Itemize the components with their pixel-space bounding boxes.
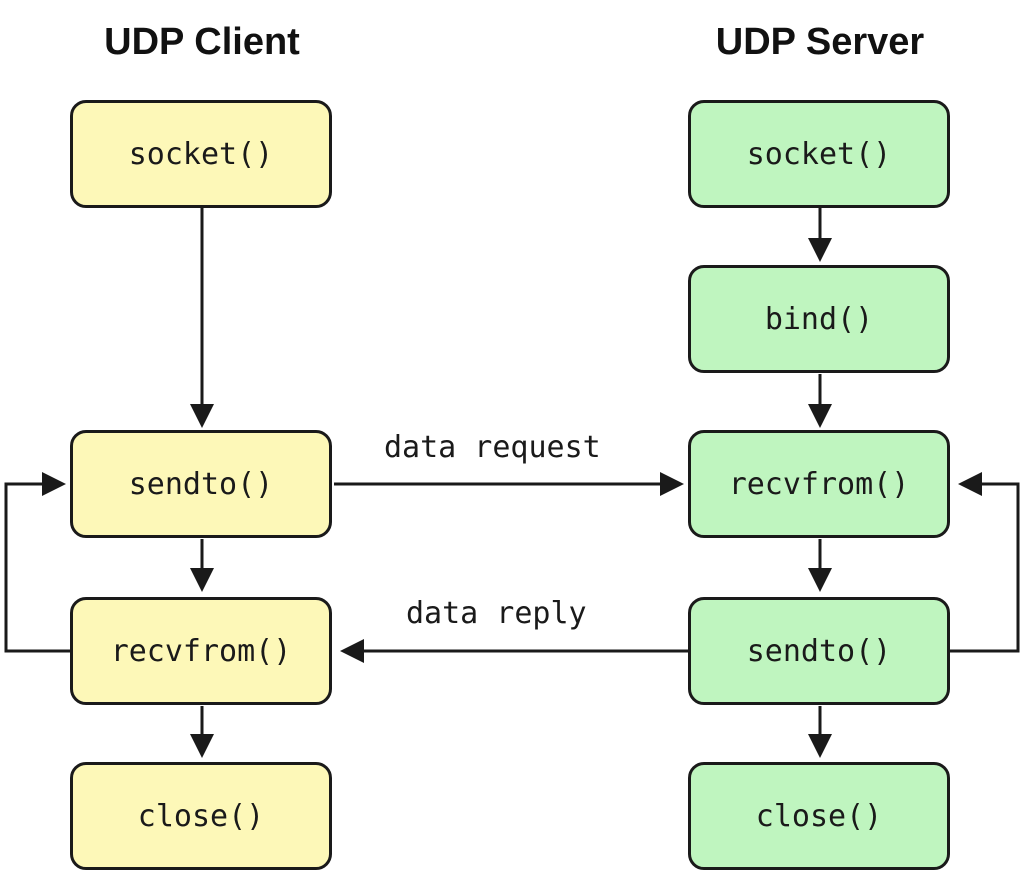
client-column-title: UDP Client	[104, 21, 300, 63]
arrowhead-server-close	[808, 734, 832, 758]
arrowhead-data-reply	[340, 639, 364, 663]
arrowhead-server-bind	[808, 238, 832, 262]
client-recvfrom-node: recvfrom()	[70, 597, 332, 705]
server-sendto-node: sendto()	[688, 597, 950, 705]
arrowhead-client-sendto	[190, 404, 214, 428]
data-request-label: data request	[384, 430, 601, 465]
client-socket-node: socket()	[70, 100, 332, 208]
server-socket-node: socket()	[688, 100, 950, 208]
arrowhead-server-loop	[958, 472, 982, 496]
edge-server-loop	[950, 482, 1020, 653]
arrowhead-client-recvfrom	[190, 568, 214, 592]
arrowhead-server-recvfrom	[808, 404, 832, 428]
arrowhead-client-close	[190, 734, 214, 758]
arrowhead-data-request	[660, 472, 684, 496]
client-sendto-node: sendto()	[70, 430, 332, 538]
server-column-title: UDP Server	[715, 21, 925, 63]
server-close-node: close()	[688, 762, 950, 870]
edge-client-loop	[4, 482, 70, 653]
client-close-node: close()	[70, 762, 332, 870]
arrowhead-client-loop	[42, 472, 66, 496]
server-recvfrom-node: recvfrom()	[688, 430, 950, 538]
data-reply-label: data reply	[406, 596, 587, 631]
server-bind-node: bind()	[688, 265, 950, 373]
arrowhead-server-sendto	[808, 568, 832, 592]
